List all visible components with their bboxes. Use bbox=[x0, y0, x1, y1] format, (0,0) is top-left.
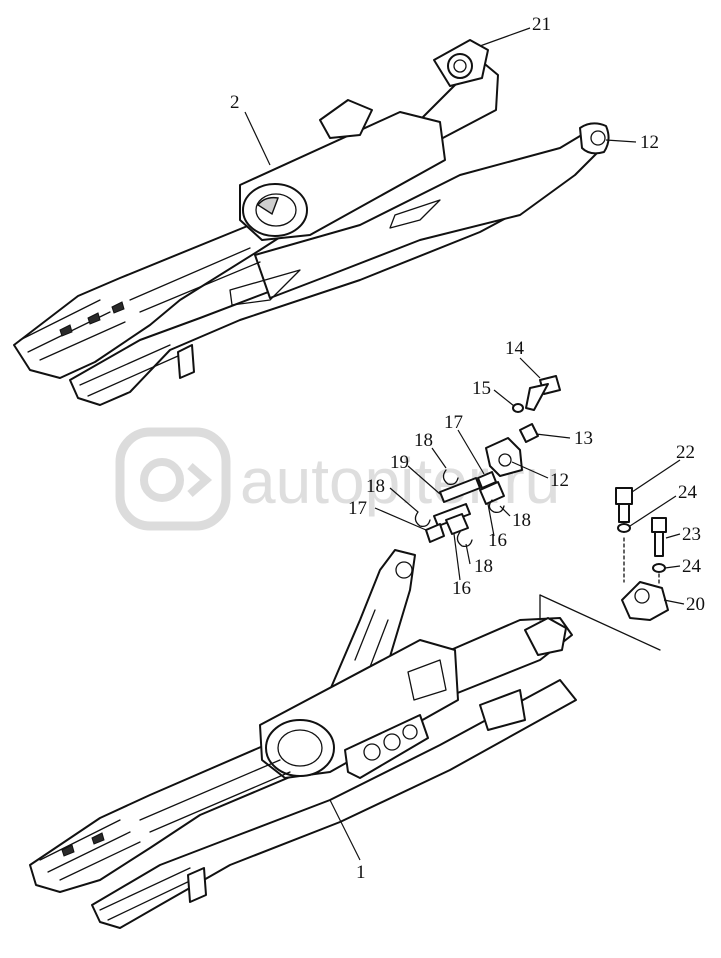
clip-18-b bbox=[488, 499, 505, 514]
pin-19 bbox=[439, 477, 481, 503]
bolt-23 bbox=[651, 517, 667, 533]
callout-22: 22 bbox=[676, 442, 695, 463]
callout-17-b: 17 bbox=[348, 498, 367, 519]
callout-24-b: 24 bbox=[682, 556, 702, 577]
callout-21: 21 bbox=[532, 14, 551, 35]
watermark-logo-icon bbox=[115, 427, 231, 531]
callout-18-c: 18 bbox=[512, 510, 531, 531]
callout-16-b: 16 bbox=[452, 578, 471, 599]
bushing-16-b bbox=[445, 513, 469, 535]
washer-24-a bbox=[617, 523, 631, 533]
callout-15: 15 bbox=[472, 378, 491, 399]
bolt-22 bbox=[615, 487, 633, 505]
callout-labels: 21 2 12 14 15 13 17 18 19 12 18 18 16 17… bbox=[230, 14, 705, 883]
clamp-20 bbox=[621, 537, 669, 621]
clip-18-c bbox=[414, 511, 431, 528]
bolt-14 bbox=[525, 375, 561, 411]
small-parts bbox=[414, 375, 561, 548]
nut-13 bbox=[519, 423, 539, 443]
callout-24-a: 24 bbox=[678, 482, 698, 503]
washer-15 bbox=[512, 403, 524, 413]
callout-18-b: 18 bbox=[366, 476, 385, 497]
callout-17-a: 17 bbox=[444, 412, 463, 433]
clip-18-a bbox=[442, 469, 459, 486]
callout-12-mid: 12 bbox=[550, 470, 569, 491]
callout-18-a: 18 bbox=[414, 430, 433, 451]
rear-bracket-parts bbox=[615, 487, 669, 621]
callout-16-a: 16 bbox=[488, 530, 507, 551]
washer-24-b bbox=[652, 563, 666, 573]
bushing-17-b bbox=[425, 523, 445, 543]
leader-lines bbox=[244, 27, 685, 861]
callout-14: 14 bbox=[505, 338, 525, 359]
callout-18-d: 18 bbox=[474, 556, 493, 577]
callout-23: 23 bbox=[682, 524, 701, 545]
callout-13: 13 bbox=[574, 428, 593, 449]
callout-19: 19 bbox=[390, 452, 409, 473]
bushing-16-a bbox=[479, 481, 505, 505]
lower-track-frame bbox=[29, 549, 661, 929]
upper-track-frame bbox=[13, 39, 610, 406]
clip-18-d bbox=[456, 531, 473, 548]
bracket-12 bbox=[485, 437, 523, 477]
callout-20: 20 bbox=[686, 594, 705, 615]
callout-1: 1 bbox=[356, 862, 366, 883]
callout-12-top: 12 bbox=[640, 132, 659, 153]
callout-2: 2 bbox=[230, 92, 240, 113]
